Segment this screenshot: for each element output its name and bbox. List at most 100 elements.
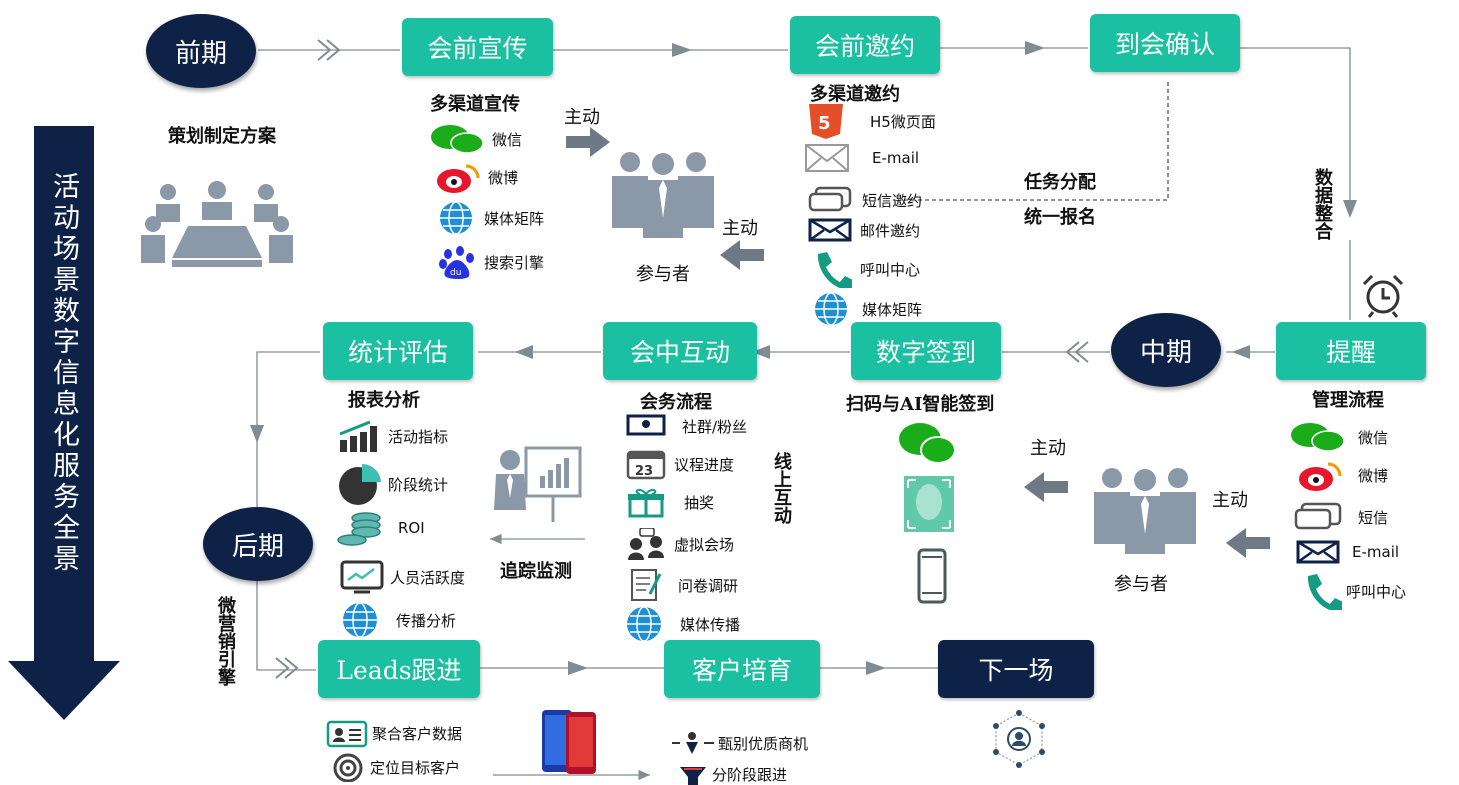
stats-box: 统计评估	[323, 322, 473, 380]
svg-text:23: 23	[635, 464, 653, 479]
plan-label: 策划制定方案	[168, 126, 276, 147]
mail-icon	[808, 218, 852, 242]
invite-heading: 多渠道邀约	[810, 84, 900, 105]
engine-label: 微营销引擎	[215, 596, 236, 686]
weibo-icon	[1299, 462, 1342, 491]
invite-item-sms: 短信邀约	[808, 186, 922, 214]
envelope-icon	[805, 144, 849, 172]
confirm-box: 到会确认	[1090, 14, 1240, 72]
arrow-right-icon	[566, 127, 610, 157]
gift-icon	[628, 488, 664, 518]
weibo-icon	[437, 164, 480, 193]
globe-icon	[343, 602, 377, 638]
report-heading: 报表分析	[348, 390, 420, 411]
interact-box: 会中互动	[603, 322, 757, 380]
nurture-item-identify: 甄别优质商机	[670, 730, 808, 756]
next-box: 下一场	[938, 640, 1094, 698]
id-card-icon	[326, 720, 368, 748]
bar-chart-icon	[339, 420, 377, 452]
online-interaction-label: 线上互动	[771, 452, 792, 524]
arrow-left-icon	[1024, 472, 1068, 502]
promo-item-wechat: 微信	[430, 124, 522, 154]
face-scan-icon	[904, 476, 954, 532]
calendar-icon: 23	[626, 450, 666, 480]
nurture-item-stage: 分阶段跟进	[678, 764, 787, 785]
process-item-virtual: 虚拟会场	[626, 528, 734, 560]
participants-icon	[612, 152, 714, 238]
nurture-box: 客户培育	[664, 640, 820, 698]
invite-box: 会前邀约	[790, 16, 940, 74]
promo-item-search: du 搜索引擎	[438, 244, 544, 280]
monitor-chart-icon	[340, 560, 384, 594]
track-label: 追踪监测	[500, 561, 572, 582]
phase-mid: 中期	[1111, 313, 1221, 387]
manage-item-sms: 短信	[1294, 502, 1388, 532]
monitor-icon	[626, 414, 666, 436]
participants-label-early: 参与者	[636, 264, 690, 285]
baidu-icon: du	[439, 246, 474, 279]
phone-icon	[817, 252, 852, 288]
phones-icon	[542, 710, 596, 774]
leads-item-aggregate: 聚合客户数据	[326, 718, 462, 748]
report-item-roi: ROI	[336, 508, 425, 548]
checkin-box: 数字签到	[851, 322, 1001, 380]
manage-item-call: 呼叫中心	[1302, 572, 1406, 610]
manage-item-wechat: 微信	[1290, 422, 1388, 452]
manage-item-email: E-mail	[1296, 540, 1399, 564]
arrow-left-icon	[720, 240, 764, 270]
invite-item-media: 媒体矩阵	[808, 292, 922, 326]
active-label-mid-left: 主动	[1030, 438, 1066, 459]
task-line1: 任务分配	[1024, 172, 1096, 193]
invite-item-call: 呼叫中心	[812, 250, 920, 288]
sms-icon	[1294, 502, 1342, 530]
active-label-top: 主动	[564, 107, 600, 128]
side-title: 活动场景数字信息化服务全景	[48, 172, 79, 575]
funnel-icon	[680, 766, 706, 785]
promo-item-media: 媒体矩阵	[436, 200, 544, 236]
participants-label-mid: 参与者	[1114, 574, 1168, 595]
checkin-heading: 扫码与AI智能签到	[846, 394, 995, 415]
report-item-activity: 人员活跃度	[340, 560, 465, 594]
target-icon	[333, 753, 363, 782]
globe-icon	[440, 201, 472, 235]
phase-early: 前期	[146, 14, 256, 88]
leads-box: Leads跟进	[318, 640, 480, 698]
remind-box: 提醒	[1276, 322, 1426, 380]
process-heading: 会务流程	[640, 392, 712, 413]
invite-item-h5: 5 H5微页面	[806, 102, 936, 140]
active-label-bottom: 主动	[722, 218, 758, 239]
discussion-icon	[628, 528, 664, 560]
process-item-community: 社群/粉丝	[626, 414, 747, 438]
side-down-arrow	[8, 126, 120, 720]
participants-icon	[1094, 468, 1196, 554]
process-item-media: 媒体传播	[622, 606, 740, 642]
process-item-agenda: 23 议程进度	[626, 448, 734, 480]
meeting-table-icon	[141, 181, 293, 267]
promo-item-weibo: 微博	[436, 160, 518, 194]
manage-item-weibo: 微博	[1298, 458, 1388, 492]
survey-icon	[631, 569, 662, 601]
sms-icon	[808, 186, 852, 212]
globe-icon	[815, 292, 847, 326]
phone-icon	[1307, 574, 1342, 610]
wechat-icon	[1291, 423, 1345, 452]
report-item-stage: 阶段统计	[336, 462, 448, 506]
promo-heading: 多渠道宣传	[430, 94, 520, 115]
manage-heading: 管理流程	[1312, 390, 1384, 411]
wechat-icon	[431, 125, 484, 154]
active-label-mid-right: 主动	[1212, 490, 1248, 511]
mail-icon	[1296, 540, 1340, 564]
presenter-board-icon	[494, 446, 582, 522]
report-item-spread: 传播分析	[338, 602, 456, 638]
wechat-icon	[899, 423, 956, 464]
invite-item-mail: 邮件邀约	[808, 218, 920, 242]
data-merge-label: 数据整合	[1312, 168, 1333, 240]
html5-icon: 5	[809, 104, 843, 139]
network-person-icon	[993, 710, 1045, 768]
svg-text:du: du	[450, 268, 461, 278]
phase-late: 后期	[203, 507, 313, 581]
report-item-kpi: 活动指标	[338, 420, 448, 452]
invite-item-email: E-mail	[804, 142, 919, 174]
arrow-left-icon	[1226, 528, 1270, 558]
